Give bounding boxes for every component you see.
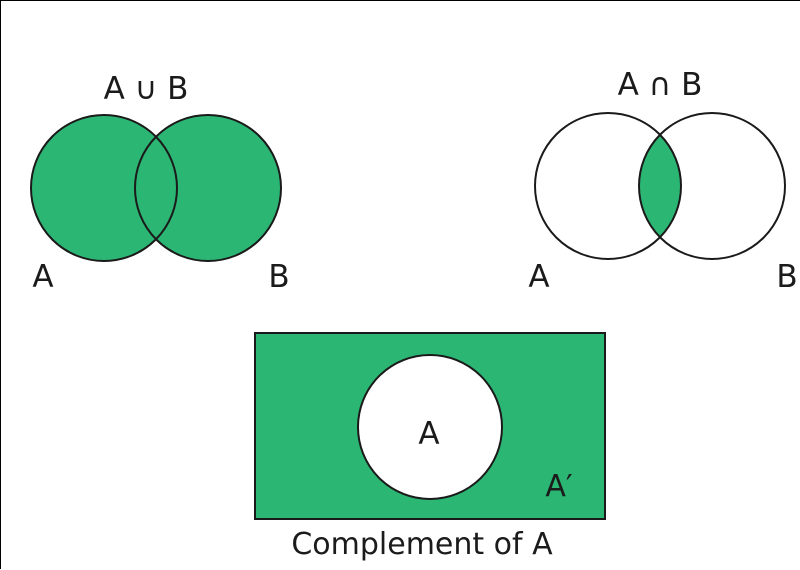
- union-title: A ∪ B: [104, 71, 189, 107]
- union-label-b: B: [268, 259, 289, 295]
- intersection-label-b: B: [776, 259, 797, 295]
- complement-panel: A A′ Complement of A: [254, 332, 606, 562]
- union-panel: A ∪ B A B: [30, 71, 290, 295]
- intersection-circle-a: [534, 112, 682, 260]
- intersection-panel: A ∩ B A B: [528, 67, 797, 295]
- union-circle-a: [30, 114, 178, 262]
- union-label-a: A: [32, 259, 53, 295]
- intersection-title: A ∩ B: [618, 67, 703, 103]
- union-circle-b: [134, 114, 282, 262]
- intersection-circle-b: [638, 112, 786, 260]
- complement-circle-a: [357, 354, 503, 500]
- complement-label: A′: [545, 469, 573, 504]
- union-circle-b-fill: [135, 115, 281, 261]
- complement-caption: Complement of A: [291, 527, 553, 562]
- union-circle-a-fill: [31, 115, 177, 261]
- complement-inner-label: A: [418, 416, 439, 452]
- intersection-label-a: A: [528, 259, 549, 295]
